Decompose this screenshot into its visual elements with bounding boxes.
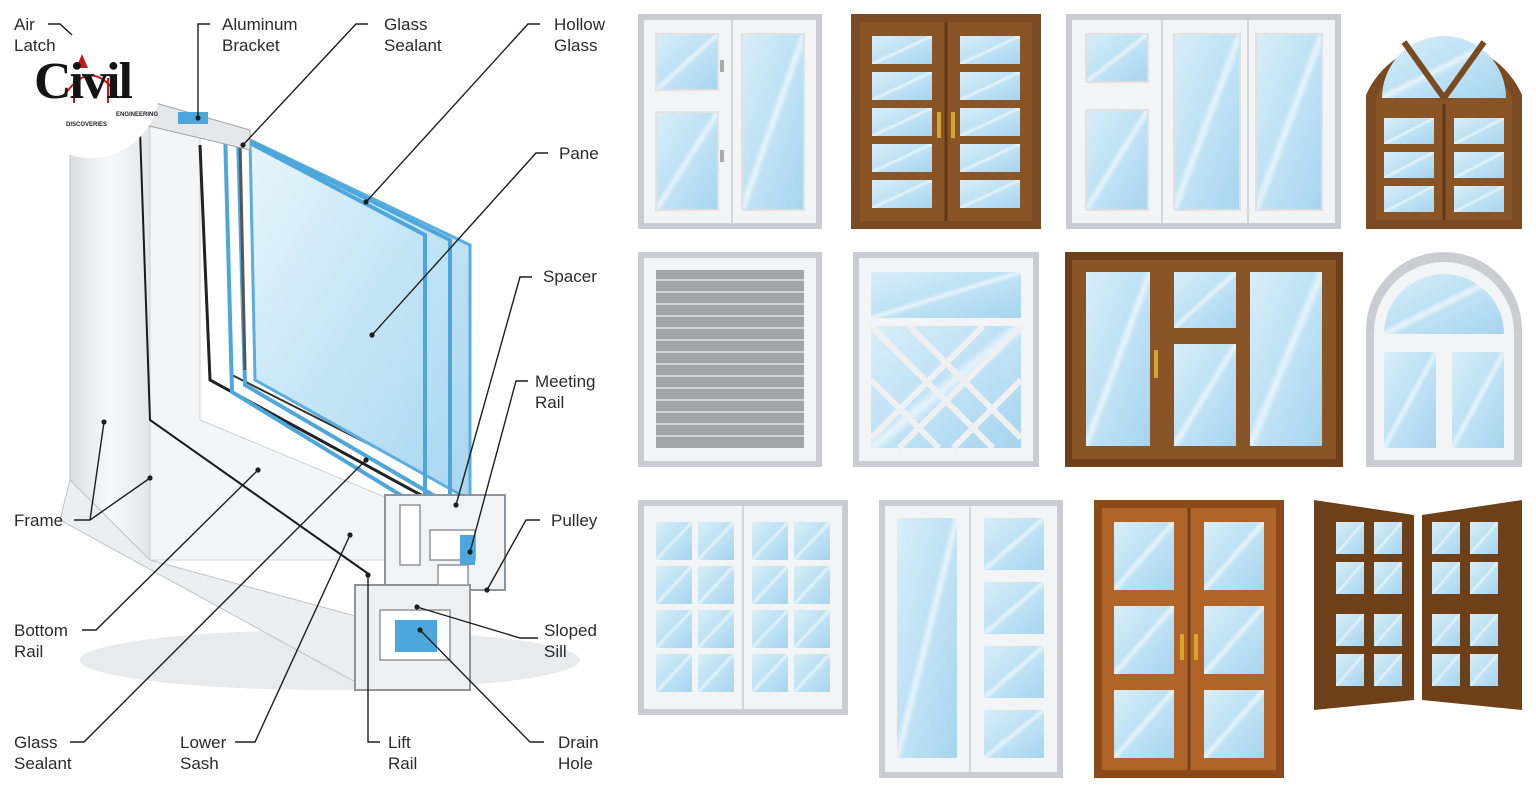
label-lower-sash-line1: Lower [180, 733, 227, 752]
window-white-three-panel [1066, 14, 1341, 229]
label-pane: Pane [559, 143, 599, 164]
label-hollow-glass: Hollow Glass [554, 14, 605, 56]
civil-engineering-logo: Civil ENGINEERING DISCOVERIES [16, 48, 166, 158]
label-bottom-rail-line1: Bottom [14, 621, 68, 640]
top-bracket [178, 112, 208, 124]
label-bottom-rail-line2: Rail [14, 642, 44, 661]
label-drain-hole-line2: Hole [558, 754, 593, 773]
window-styles-gallery [638, 14, 1522, 778]
label-glass-sealant-top-line2: Sealant [384, 36, 442, 55]
window-orange-double [1094, 500, 1284, 778]
window-brown-arched [1366, 36, 1522, 229]
label-air-latch-line1: Air [14, 15, 35, 34]
label-pane-line1: Pane [559, 144, 599, 163]
label-drain-hole: Drain Hole [558, 732, 599, 774]
window-anatomy-diagram [48, 23, 580, 743]
leader-lines [48, 23, 548, 743]
label-bottom-rail: Bottom Rail [14, 620, 68, 662]
spacer-bar [238, 139, 247, 371]
label-pulley: Pulley [551, 510, 597, 531]
label-meeting-rail-line1: Meeting [535, 372, 596, 391]
label-spacer: Spacer [543, 266, 597, 287]
window-white-tall-side [879, 500, 1063, 778]
window-white-casement [638, 14, 822, 229]
label-sloped-sill: Sloped Sill [544, 620, 597, 662]
window-brown-double-grid [851, 14, 1041, 229]
logo-word: Civil [34, 53, 133, 110]
label-pulley-line1: Pulley [551, 511, 598, 530]
label-frame-line1: Frame [14, 511, 64, 530]
sash-line [198, 144, 431, 502]
window-brown-three-panel [1065, 252, 1343, 467]
label-lower-sash: Lower Sash [180, 732, 226, 774]
label-meeting-rail-line2: Rail [535, 393, 565, 412]
window-white-arched [1366, 252, 1522, 467]
window-white-french-grid [638, 500, 848, 715]
label-hollow-glass-line2: Glass [554, 36, 598, 55]
label-sloped-sill-line1: Sloped [544, 621, 597, 640]
label-lift-rail-line1: Lift [388, 733, 411, 752]
label-aluminum-bracket-line1: Aluminum [222, 15, 298, 34]
window-brown-open-casement [1314, 500, 1522, 710]
leader-dots [101, 115, 490, 633]
label-aluminum-bracket-line2: Bracket [222, 36, 280, 55]
logo-badge [23, 48, 159, 158]
label-glass-sealant-top: Glass Sealant [384, 14, 442, 56]
label-glass-sealant-top-line1: Glass [384, 15, 428, 34]
label-lift-rail: Lift Rail [388, 732, 417, 774]
sill-profile [354, 494, 506, 691]
label-glass-sealant-bottom-line1: Glass [14, 733, 58, 752]
label-lift-rail-line2: Rail [388, 754, 418, 773]
label-air-latch-line2: Latch [14, 36, 56, 55]
logo-subtitle-1: ENGINEERING [116, 112, 159, 118]
label-lower-sash-line2: Sash [180, 754, 219, 773]
window-white-diamond [853, 252, 1039, 467]
label-drain-hole-line1: Drain [558, 733, 599, 752]
label-frame: Frame [14, 510, 63, 531]
label-meeting-rail: Meeting Rail [535, 371, 595, 413]
label-air-latch: Air Latch [14, 14, 56, 56]
glass-sealant-line [139, 129, 371, 576]
label-sloped-sill-line2: Sill [544, 642, 567, 661]
logo-subtitle-2: DISCOVERIES [66, 122, 108, 128]
label-glass-sealant-bottom-line2: Sealant [14, 754, 72, 773]
label-hollow-glass-line1: Hollow [554, 15, 606, 34]
label-glass-sealant-bottom: Glass Sealant [14, 732, 72, 774]
label-aluminum-bracket: Aluminum Bracket [222, 14, 298, 56]
window-white-louvered [638, 252, 822, 467]
label-spacer-line1: Spacer [543, 267, 597, 286]
